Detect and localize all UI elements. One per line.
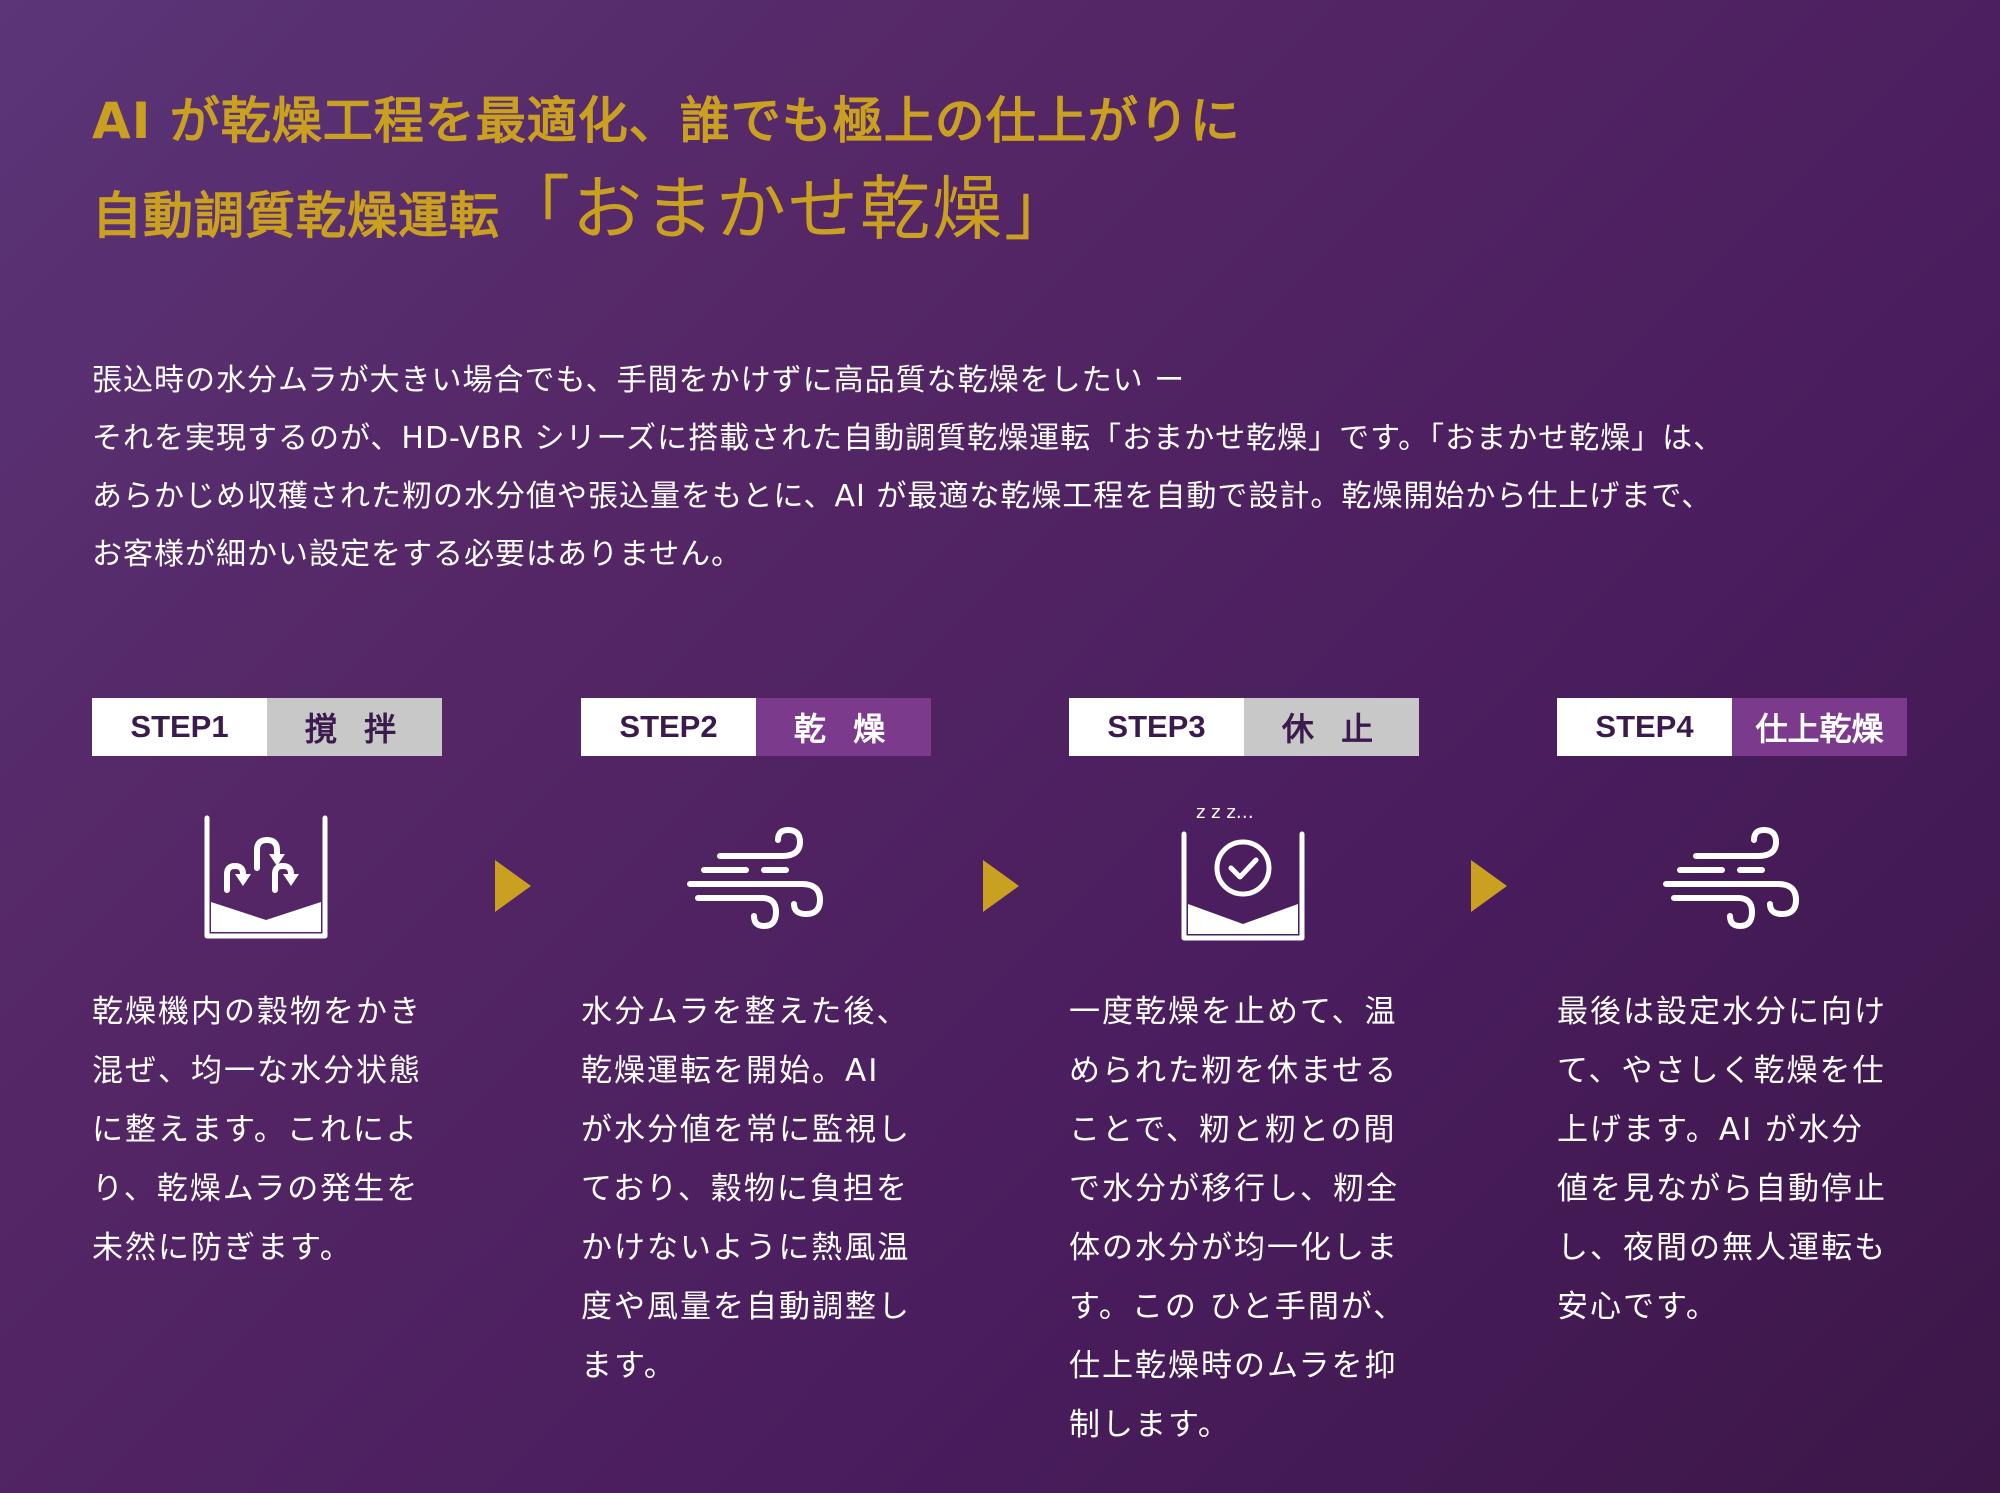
intro-paragraph: 張込時の水分ムラが大きい場合でも、手間をかけずに高品質な乾燥をしたい ー それを… <box>92 352 1922 584</box>
step-4-description: 最後は設定水分に向け て、やさしく乾燥を仕 上げます。AI が水分 値を見ながら… <box>1557 994 1887 1325</box>
intro-line: 張込時の水分ムラが大きい場合でも、手間をかけずに高品質な乾燥をしたい ー <box>92 363 1186 398</box>
wind-icon <box>1663 826 1800 930</box>
step-1: STEP1 撹 拌 乾燥機内の穀物をかき 混ぜ、均一な水分状態 に整えます。これ… <box>92 698 442 1266</box>
arrow-right-icon <box>983 860 1019 912</box>
step-3: STEP3 休 止 z z z… 一度乾燥を止めて、温 められた籾を休ませる こ… <box>1069 698 1419 1443</box>
step-3-description: 一度乾燥を止めて、温 められた籾を休ませる ことで、籾と籾との間 で水分が移行し… <box>1069 994 1407 1443</box>
wind-icon <box>687 826 824 930</box>
intro-line: あらかじめ収穫された籾の水分値や張込量をもとに、AI が最適な乾燥工程を自動で設… <box>92 479 1713 514</box>
sleep-zzz-text: z z z… <box>1196 808 1254 823</box>
step-1-description: 乾燥機内の穀物をかき 混ぜ、均一な水分状態 に整えます。これによ り、乾燥ムラの… <box>92 994 422 1266</box>
headline: AI が乾燥工程を最適化、誰でも極上の仕上がりに 自動調質乾燥運転「おまかせ乾燥… <box>92 88 1241 273</box>
step-1-name: 撹 拌 <box>267 698 442 756</box>
step-2-description: 水分ムラを整えた後、 乾燥運転を開始。AI が水分値を常に監視し ており、穀物に… <box>581 994 911 1384</box>
headline-line1: AI が乾燥工程を最適化、誰でも極上の仕上がりに <box>92 92 1241 150</box>
step-4-label: STEP4 仕上乾燥 <box>1557 698 1907 756</box>
stirring-tank-icon <box>204 815 328 939</box>
step-3-label: STEP3 休 止 <box>1069 698 1419 756</box>
step-4: STEP4 仕上乾燥 最後は設定水分に向け て、やさしく乾燥を仕 上げます。AI… <box>1557 698 1907 1325</box>
headline-line2-prefix: 自動調質乾燥運転 <box>92 187 500 245</box>
step-1-number: STEP1 <box>92 698 267 756</box>
intro-line: お客様が細かい設定をする必要はありません。 <box>92 537 743 572</box>
resting-tank-clock-icon: z z z… <box>1181 808 1305 941</box>
step-2: STEP2 乾 燥 水分ムラを整えた後、 乾燥運転を開始。AI が水分値を常に監… <box>581 698 931 1384</box>
step-4-name: 仕上乾燥 <box>1732 698 1907 756</box>
step-2-name: 乾 燥 <box>756 698 931 756</box>
step-2-number: STEP2 <box>581 698 756 756</box>
step-3-name: 休 止 <box>1244 698 1419 756</box>
intro-line: それを実現するのが、HD-VBR シリーズに搭載された自動調質乾燥運転「おまかせ… <box>92 421 1725 456</box>
arrow-right-icon <box>1471 860 1507 912</box>
step-3-number: STEP3 <box>1069 698 1244 756</box>
step-4-number: STEP4 <box>1557 698 1732 756</box>
headline-line2: 自動調質乾燥運転「おまかせ乾燥」 <box>92 164 1241 273</box>
step-1-label: STEP1 撹 拌 <box>92 698 442 756</box>
headline-line2-main: 「おまかせ乾燥」 <box>500 168 1076 250</box>
step-2-label: STEP2 乾 燥 <box>581 698 931 756</box>
arrow-right-icon <box>495 860 531 912</box>
